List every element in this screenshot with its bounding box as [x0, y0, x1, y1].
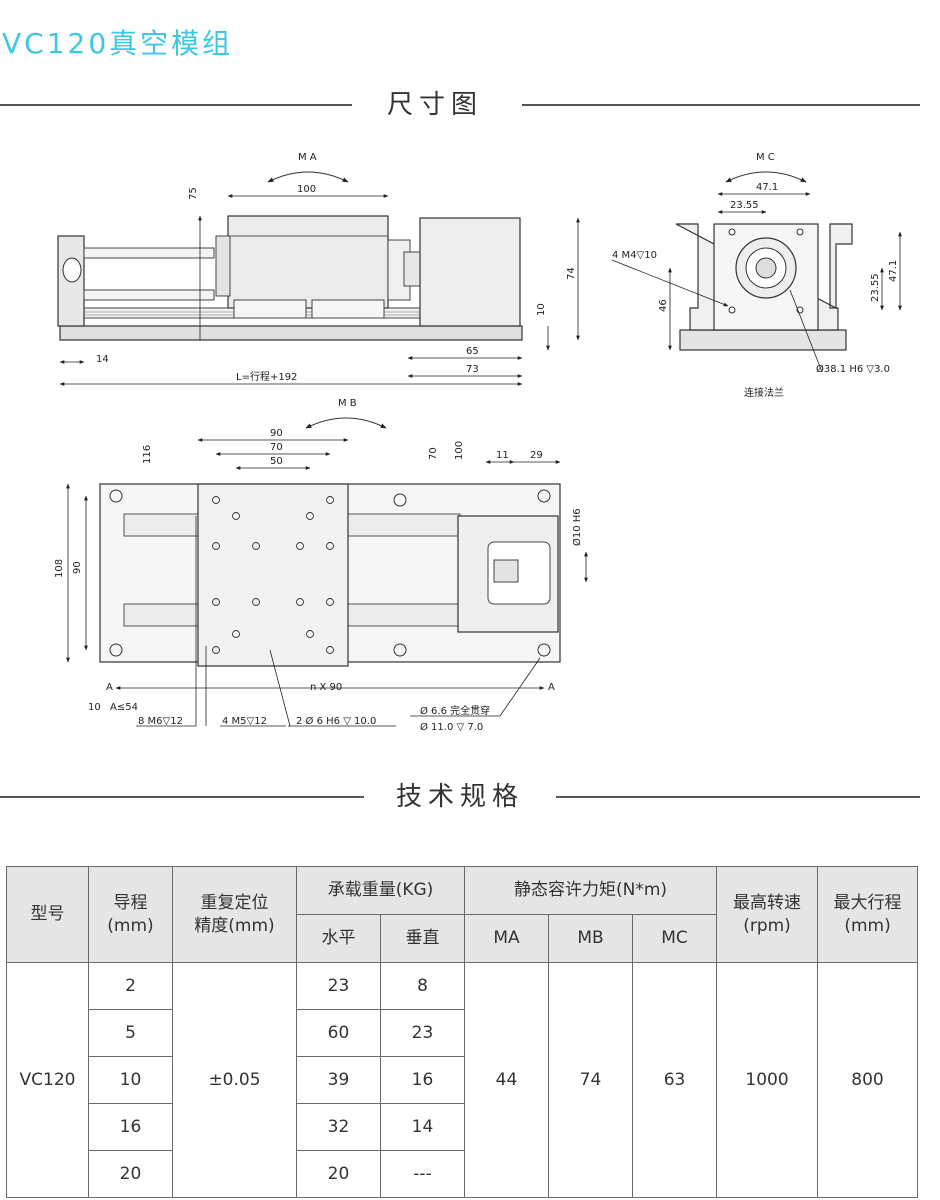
cell-lead: 5 — [88, 1009, 173, 1057]
cell-model: VC120 — [6, 962, 89, 1198]
dim-a-limit: A≤54 — [110, 702, 138, 713]
dimensions-heading: 尺寸图 — [0, 84, 940, 124]
cell-lead: 16 — [88, 1103, 173, 1151]
header-lead: 导程 (mm) — [88, 866, 173, 963]
dim-end-height: 47.1 — [888, 260, 899, 282]
cell-vertical: 8 — [380, 962, 465, 1010]
cell-max-speed: 1000 — [716, 962, 819, 1198]
dim-shaft: Ø10 H6 — [571, 508, 583, 546]
mc-label: M C — [756, 152, 775, 163]
mb-arrow — [305, 417, 387, 429]
heading-rule-left — [0, 104, 352, 106]
cell-horizontal: 32 — [296, 1103, 381, 1151]
heading-rule-right — [522, 104, 920, 106]
header-ma: MA — [464, 914, 549, 963]
spec-table: 型号 导程 (mm) 重复定位 精度(mm) 承载重量(KG) 静态容许力矩(N… — [6, 866, 919, 1198]
dim-h108: 108 — [54, 559, 65, 578]
cell-repeatability: ±0.05 — [172, 962, 297, 1198]
header-speed: 最高转速 (rpm) — [716, 866, 819, 963]
dimensions-heading-label: 尺寸图 — [386, 90, 483, 120]
dim-carriage-width: 100 — [297, 184, 316, 195]
cell-horizontal: 39 — [296, 1056, 381, 1104]
heading-rule-right — [556, 796, 920, 798]
dim-h116: 116 — [142, 445, 153, 464]
ma-label: M A — [298, 152, 317, 163]
cell-ma: 44 — [464, 962, 549, 1198]
mb-label: M B — [338, 398, 357, 409]
table-row: VC120 2 ±0.05 23 8 44 74 63 1000 800 — [6, 962, 919, 1198]
header-load: 承载重量(KG) — [296, 866, 465, 915]
dim-motor-length: 73 — [466, 364, 479, 375]
cell-lead: 10 — [88, 1056, 173, 1104]
callout-thru: Ø 6.6 完全贯穿 — [420, 704, 490, 717]
top-view-drawing: M B 90 70 50 116 70 100 11 29 Ø10 H6 108… — [40, 396, 600, 738]
dim-w70: 70 — [270, 442, 283, 453]
heading-rule-left — [0, 796, 364, 798]
dim-d11: 11 — [496, 450, 509, 461]
dim-end-half-width: 23.55 — [730, 200, 759, 211]
dim-total-length: L=行程+192 — [236, 370, 297, 383]
cell-horizontal: 60 — [296, 1009, 381, 1057]
header-repeatability: 重复定位 精度(mm) — [172, 866, 297, 963]
cell-lead: 20 — [88, 1150, 173, 1198]
dim-end-half-height: 23.55 — [870, 273, 881, 302]
dim-h100: 100 — [454, 441, 465, 460]
table-row: 20 20 --- — [7, 1150, 918, 1198]
cell-vertical: 23 — [380, 1009, 465, 1057]
cell-vertical: 16 — [380, 1056, 465, 1104]
dim-end-spacing: 10 — [88, 702, 101, 713]
base-plate — [59, 325, 523, 341]
header-moment: 静态容许力矩(N*m) — [463, 866, 718, 915]
callout-m5: 4 M5▽12 — [222, 716, 267, 727]
dim-h90: 90 — [72, 561, 83, 574]
header-load-horizontal: 水平 — [296, 914, 381, 963]
cell-max-stroke: 800 — [817, 962, 919, 1198]
dim-center-height: 46 — [658, 299, 669, 312]
cell-horizontal: 23 — [296, 962, 381, 1010]
specs-heading: 技术规格 — [0, 776, 940, 816]
dim-end-width: 47.1 — [756, 182, 778, 193]
dim-carriage-height: 75 — [188, 187, 199, 200]
dim-section-right: A — [548, 682, 555, 693]
header-stroke: 最大行程 (mm) — [817, 866, 919, 963]
motor-block — [419, 217, 521, 327]
cell-lead: 2 — [88, 962, 173, 1010]
dim-w90: 90 — [270, 428, 283, 439]
flange-caption: 连接法兰 — [744, 386, 784, 399]
cell-vertical: --- — [380, 1150, 465, 1198]
table-row: 5 60 23 — [7, 1009, 918, 1057]
callout-end-holes: 4 M4▽10 — [612, 250, 657, 261]
specs-heading-label: 技术规格 — [395, 782, 524, 812]
callout-m6: 8 M6▽12 — [138, 716, 183, 727]
table-row: 10 39 16 — [7, 1056, 918, 1104]
dim-total-height: 74 — [566, 267, 577, 280]
table-row: 16 32 14 — [7, 1103, 918, 1151]
cell-mc: 63 — [631, 962, 718, 1198]
dim-w50: 50 — [270, 456, 283, 467]
header-load-vertical: 垂直 — [380, 914, 465, 963]
dim-motor-offset: 65 — [466, 346, 479, 357]
dim-h70: 70 — [428, 447, 439, 460]
cell-vertical: 14 — [380, 1103, 465, 1151]
carriage — [227, 215, 389, 309]
ma-arrow — [267, 171, 349, 183]
product-title: VC120真空模组 — [2, 27, 234, 60]
dim-section-left: A — [106, 682, 113, 693]
cell-mb: 74 — [548, 962, 633, 1198]
dim-pitch: n X 90 — [310, 682, 342, 693]
callout-cbore: Ø 11.0 ▽ 7.0 — [420, 721, 483, 733]
cell-horizontal: 20 — [296, 1150, 381, 1198]
header-mc: MC — [631, 914, 718, 963]
side-view-drawing: M A 100 75 74 10 14 65 73 L=行程+192 — [0, 140, 600, 390]
dim-end-offset: 14 — [96, 354, 109, 365]
mc-arrow — [725, 171, 807, 183]
header-mb: MB — [548, 914, 633, 963]
header-model: 型号 — [6, 866, 89, 963]
dim-d29: 29 — [530, 450, 543, 461]
callout-pin: 2 Ø 6 H6 ▽ 10.0 — [296, 715, 376, 727]
dim-base-thickness: 10 — [536, 303, 547, 316]
callout-flange-bore: Ø38.1 H6 ▽3.0 — [816, 363, 890, 375]
end-view-drawing: M C 47.1 23.55 47.1 23.55 46 4 M4▽10 Ø38… — [600, 140, 920, 410]
carriage-top — [197, 483, 349, 667]
